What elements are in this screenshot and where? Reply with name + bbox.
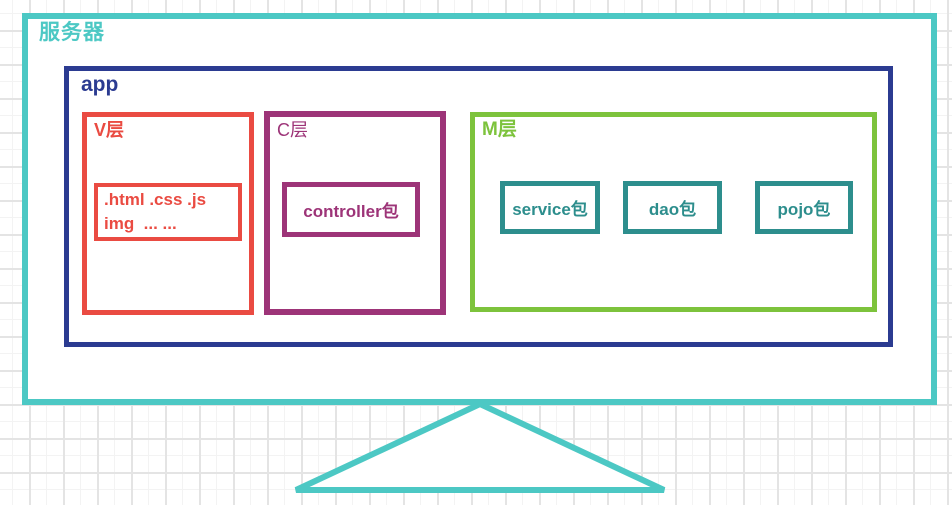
v-layer-box: V层 .html .css .js img ... ... (82, 112, 254, 315)
view-files-box: .html .css .js img ... ... (94, 183, 242, 241)
service-package-box: service包 (500, 181, 600, 234)
c-layer-box: C层 controller包 (264, 111, 446, 315)
app-box: app V层 .html .css .js img ... ... C层 con… (64, 66, 893, 347)
server-box: 服务器 app V层 .html .css .js img ... ... C层… (22, 13, 937, 405)
c-layer-label: C层 (277, 120, 308, 140)
dao-package-box: dao包 (623, 181, 722, 234)
m-layer-label: M层 (482, 119, 517, 140)
view-files-line2: img ... ... (104, 214, 177, 233)
m-layer-box: M层 service包 dao包 pojo包 (470, 112, 877, 312)
pojo-package-box: pojo包 (755, 181, 853, 234)
view-files-line1: .html .css .js (104, 190, 207, 209)
controller-package-box: controller包 (282, 182, 420, 237)
server-label: 服务器 (39, 21, 105, 44)
v-layer-label: V层 (94, 120, 125, 140)
app-label: app (81, 73, 119, 96)
